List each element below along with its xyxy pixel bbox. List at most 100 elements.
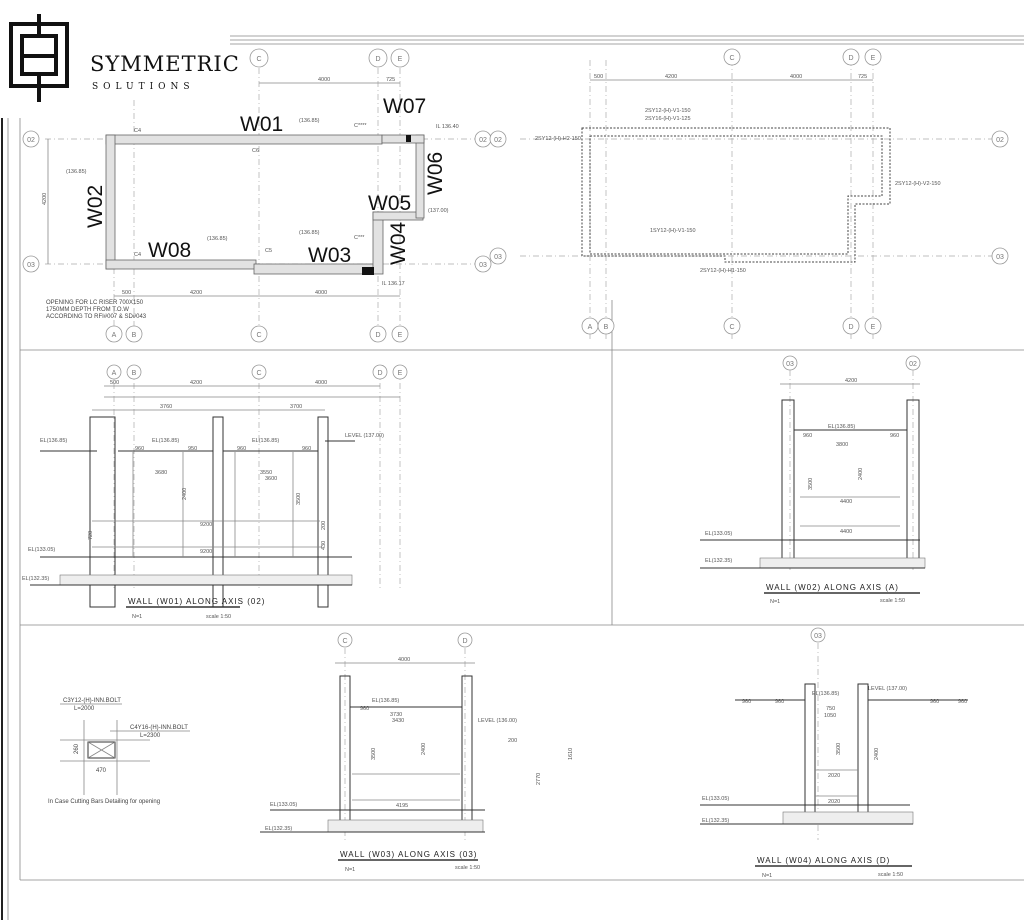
detail-bar-length: L=2000 (74, 706, 95, 712)
dim-label: 260 (74, 743, 80, 754)
dim-label: 3800 (836, 442, 848, 448)
grid-bubble: C (729, 55, 734, 62)
company-logo: SYMMETRIC SOLUTIONS (8, 14, 239, 102)
level-tag: EL(132.35) (702, 818, 729, 824)
opening-note: ACCORDING TO RFI#007 & SD#043 (46, 314, 147, 320)
dim-label: 4200 (190, 380, 202, 386)
dim-label: 3550 (260, 470, 272, 476)
level-tag: EL(133.05) (702, 796, 729, 802)
dim-label: 3730 (390, 712, 402, 718)
rebar-plan: A B C D E C D E 02 03 02 03 500 4200 400… (489, 48, 1009, 340)
grid-bubble: A (112, 332, 117, 339)
grid-bubble: 03 (996, 254, 1004, 261)
level-tag: (136.85) (66, 169, 87, 175)
grid-bubble: 02 (909, 361, 917, 368)
grid-bubble: D (462, 638, 467, 645)
dim-label: 3680 (155, 470, 167, 476)
level-tag: EL(136.85) (252, 438, 279, 444)
dim-label: 725 (386, 77, 395, 83)
wall-label-w06: W06 (424, 152, 447, 195)
grid-bubble: E (871, 324, 876, 331)
dim-label: 4000 (790, 74, 802, 80)
grid-bubble: B (132, 332, 137, 339)
dim-label: 960 (360, 706, 369, 712)
dim-label: 960 (930, 699, 939, 705)
opening-note: OPENING FOR LC RISER 700X150 (46, 300, 144, 306)
wall-label-w04: W04 (387, 222, 410, 266)
multiplier: N=1 (345, 867, 355, 873)
grid-bubble: C (256, 332, 261, 339)
dim-label: 960 (890, 433, 899, 439)
dim-label: 4200 (845, 378, 857, 384)
dim-label: 4200 (190, 290, 202, 296)
level-tag: LEVEL (137.00) (345, 433, 384, 439)
grid-bubble: E (398, 370, 403, 377)
dim-label: 4400 (840, 529, 852, 535)
grid-bubble: C (729, 324, 734, 331)
dim-label: 750 (826, 706, 835, 712)
grid-bubble: B (604, 324, 609, 331)
dim-label: 2400 (858, 468, 864, 480)
dim-label: 720 (88, 531, 94, 540)
dim-label: 470 (96, 768, 107, 774)
grid-bubble: B (132, 370, 137, 377)
elevation-w04: 03 EL(136.85) LEVEL (137.00) EL(133.05) … (700, 627, 968, 879)
scale-label: scale 1:50 (880, 598, 905, 604)
dim-label: 4200 (42, 193, 48, 205)
dim-label: 3760 (160, 404, 172, 410)
logo-mark-icon (9, 14, 69, 102)
elevation-title: WALL (W04) ALONG AXIS (D) (757, 856, 890, 865)
wall-label-w08: W08 (148, 239, 191, 262)
level-tag: EL(136.85) (812, 691, 839, 697)
elevation-title: WALL (W02) ALONG AXIS (A) (766, 583, 899, 592)
grid-bubble: 02 (996, 137, 1004, 144)
detail-bar-length: L=2300 (140, 733, 161, 739)
rebar-label: 1SY12-(H)-V1-150 (650, 228, 696, 234)
sheet-frame (1, 35, 1024, 920)
logo-subtitle: SOLUTIONS (92, 82, 195, 92)
dim-label: 960 (135, 446, 144, 452)
wall-label-w05: W05 (368, 192, 411, 215)
grid-bubble: 03 (494, 254, 502, 261)
dim-label: 1610 (568, 748, 574, 760)
level-tag: EL(132.35) (22, 576, 49, 582)
elevation-title: WALL (W03) ALONG AXIS (03) (340, 850, 477, 859)
level-tag: EL(132.35) (705, 558, 732, 564)
dim-label: 960 (302, 446, 311, 452)
grid-bubble: E (398, 332, 403, 339)
column-tag: C**** (354, 123, 367, 129)
wall-label-w01: W01 (240, 113, 283, 136)
column-tag: C4 (134, 252, 141, 258)
detail-bar-label: C4Y16-(H)-INN.BOLT (130, 725, 188, 731)
level-tag: EL(133.05) (270, 802, 297, 808)
dim-label: 960 (803, 433, 812, 439)
wall-label-w03: W03 (308, 244, 351, 267)
dim-label: 960 (742, 699, 751, 705)
multiplier: N=1 (770, 599, 780, 605)
grid-bubble: 03 (786, 361, 794, 368)
dim-label: 4000 (398, 657, 410, 663)
dim-label: 4195 (396, 803, 408, 809)
level-tag: EL(136.85) (372, 698, 399, 704)
dim-label: 3500 (836, 743, 842, 755)
grid-bubble: A (112, 370, 117, 377)
dim-label: 3600 (265, 476, 277, 482)
rebar-label: 2SY16-(H)-V1-125 (645, 116, 691, 122)
dim-label: 500 (122, 290, 131, 296)
dim-label: 3500 (371, 748, 377, 760)
grid-bubble: C (342, 638, 347, 645)
dim-label: 3500 (296, 493, 302, 505)
opening-icon (87, 741, 116, 759)
elevation-w01: A B C D E 500 4200 4000 3760 3700 EL(136… (22, 364, 408, 620)
dim-label: 4000 (315, 380, 327, 386)
dim-label: 430 (321, 541, 327, 550)
rebar-label: 2SY12-(H)-H1-150 (700, 268, 746, 274)
detail-bar-label: C3Y12-(H)-INN.BOLT (63, 698, 121, 704)
grid-bubble: E (871, 55, 876, 62)
dim-label: 3700 (290, 404, 302, 410)
grid-bubble: D (375, 56, 380, 63)
rebar-label: 2SY12-(H)-H2-150 (535, 136, 581, 142)
spot-level: IL 136.40 (436, 124, 459, 130)
dim-label: 500 (110, 380, 119, 386)
